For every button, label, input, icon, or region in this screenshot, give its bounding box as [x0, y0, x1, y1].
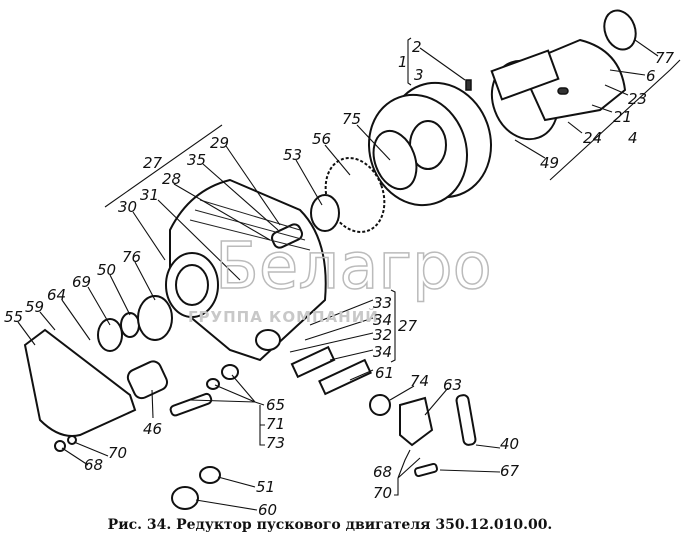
- label-4: 4: [628, 129, 638, 147]
- label-56: 56: [312, 130, 331, 148]
- label-70b: 70: [373, 484, 392, 502]
- label-70: 70: [108, 444, 127, 462]
- part-labels: 2 1 3 77 6 23 21 24 4 49 75 56 53 29 35 …: [4, 38, 675, 519]
- label-34b: 34: [373, 343, 392, 361]
- label-3: 3: [414, 66, 424, 84]
- label-74: 74: [410, 372, 429, 390]
- label-77: 77: [655, 49, 675, 67]
- label-61: 61: [375, 364, 394, 382]
- label-63: 63: [443, 376, 462, 394]
- label-68: 68: [84, 456, 103, 474]
- label-32: 32: [373, 326, 392, 344]
- label-27: 27: [143, 154, 163, 172]
- label-76: 76: [122, 248, 141, 266]
- label-23: 23: [628, 90, 647, 108]
- label-64: 64: [47, 286, 66, 304]
- label-46: 46: [143, 420, 162, 438]
- label-33: 33: [373, 294, 392, 312]
- leader-lines: [17, 37, 681, 511]
- label-29: 29: [210, 134, 229, 152]
- label-30: 30: [118, 198, 137, 216]
- figure-caption: Рис. 34. Редуктор пускового двигателя 35…: [107, 517, 553, 533]
- label-21: 21: [613, 108, 632, 126]
- label-51: 51: [256, 478, 275, 496]
- label-2: 2: [412, 38, 422, 56]
- label-6: 6: [646, 67, 656, 85]
- label-28: 28: [162, 170, 181, 188]
- label-67: 67: [500, 462, 520, 480]
- watermark-subtitle: ГРУППА КОМПАНИЙ: [188, 307, 379, 326]
- label-55: 55: [4, 308, 23, 326]
- label-71: 71: [266, 415, 285, 433]
- label-34: 34: [373, 311, 392, 329]
- label-1: 1: [398, 53, 408, 71]
- label-53: 53: [283, 146, 302, 164]
- label-49: 49: [540, 154, 559, 172]
- label-35: 35: [187, 151, 206, 169]
- label-69: 69: [72, 273, 91, 291]
- label-65: 65: [266, 396, 285, 414]
- label-75: 75: [342, 110, 361, 128]
- label-50: 50: [97, 261, 116, 279]
- label-27b: 27: [398, 317, 418, 335]
- housing: [165, 178, 327, 362]
- label-24: 24: [583, 129, 602, 147]
- label-40: 40: [500, 435, 519, 453]
- label-68b: 68: [373, 463, 392, 481]
- top-assembly: [310, 9, 637, 233]
- label-60: 60: [258, 501, 277, 519]
- label-31: 31: [140, 186, 159, 204]
- label-59: 59: [25, 298, 44, 316]
- label-73: 73: [266, 434, 285, 452]
- watermark: Белагро ГРУППА КОМПАНИЙ: [188, 229, 493, 326]
- watermark-brand: Белагро: [215, 230, 492, 304]
